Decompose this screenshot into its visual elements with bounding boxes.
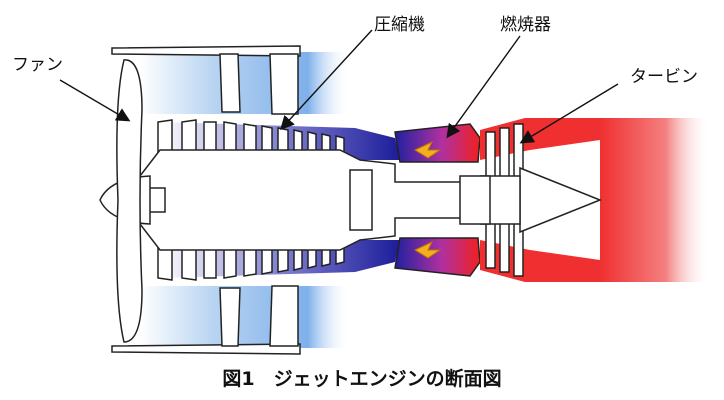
turbine-section	[480, 118, 710, 282]
label-turbine: タービン	[630, 67, 698, 87]
nacelle	[111, 45, 301, 355]
label-combustor: 燃焼器	[500, 15, 551, 35]
leader-lines	[59, 29, 619, 144]
engine-core	[139, 149, 521, 251]
bypass-airflow	[140, 52, 350, 348]
fan-blade	[116, 59, 143, 343]
label-compressor: 圧縮機	[374, 15, 425, 35]
figure-caption: 図1 ジェットエンジンの断面図	[222, 368, 502, 390]
label-fan: ファン	[12, 55, 63, 75]
